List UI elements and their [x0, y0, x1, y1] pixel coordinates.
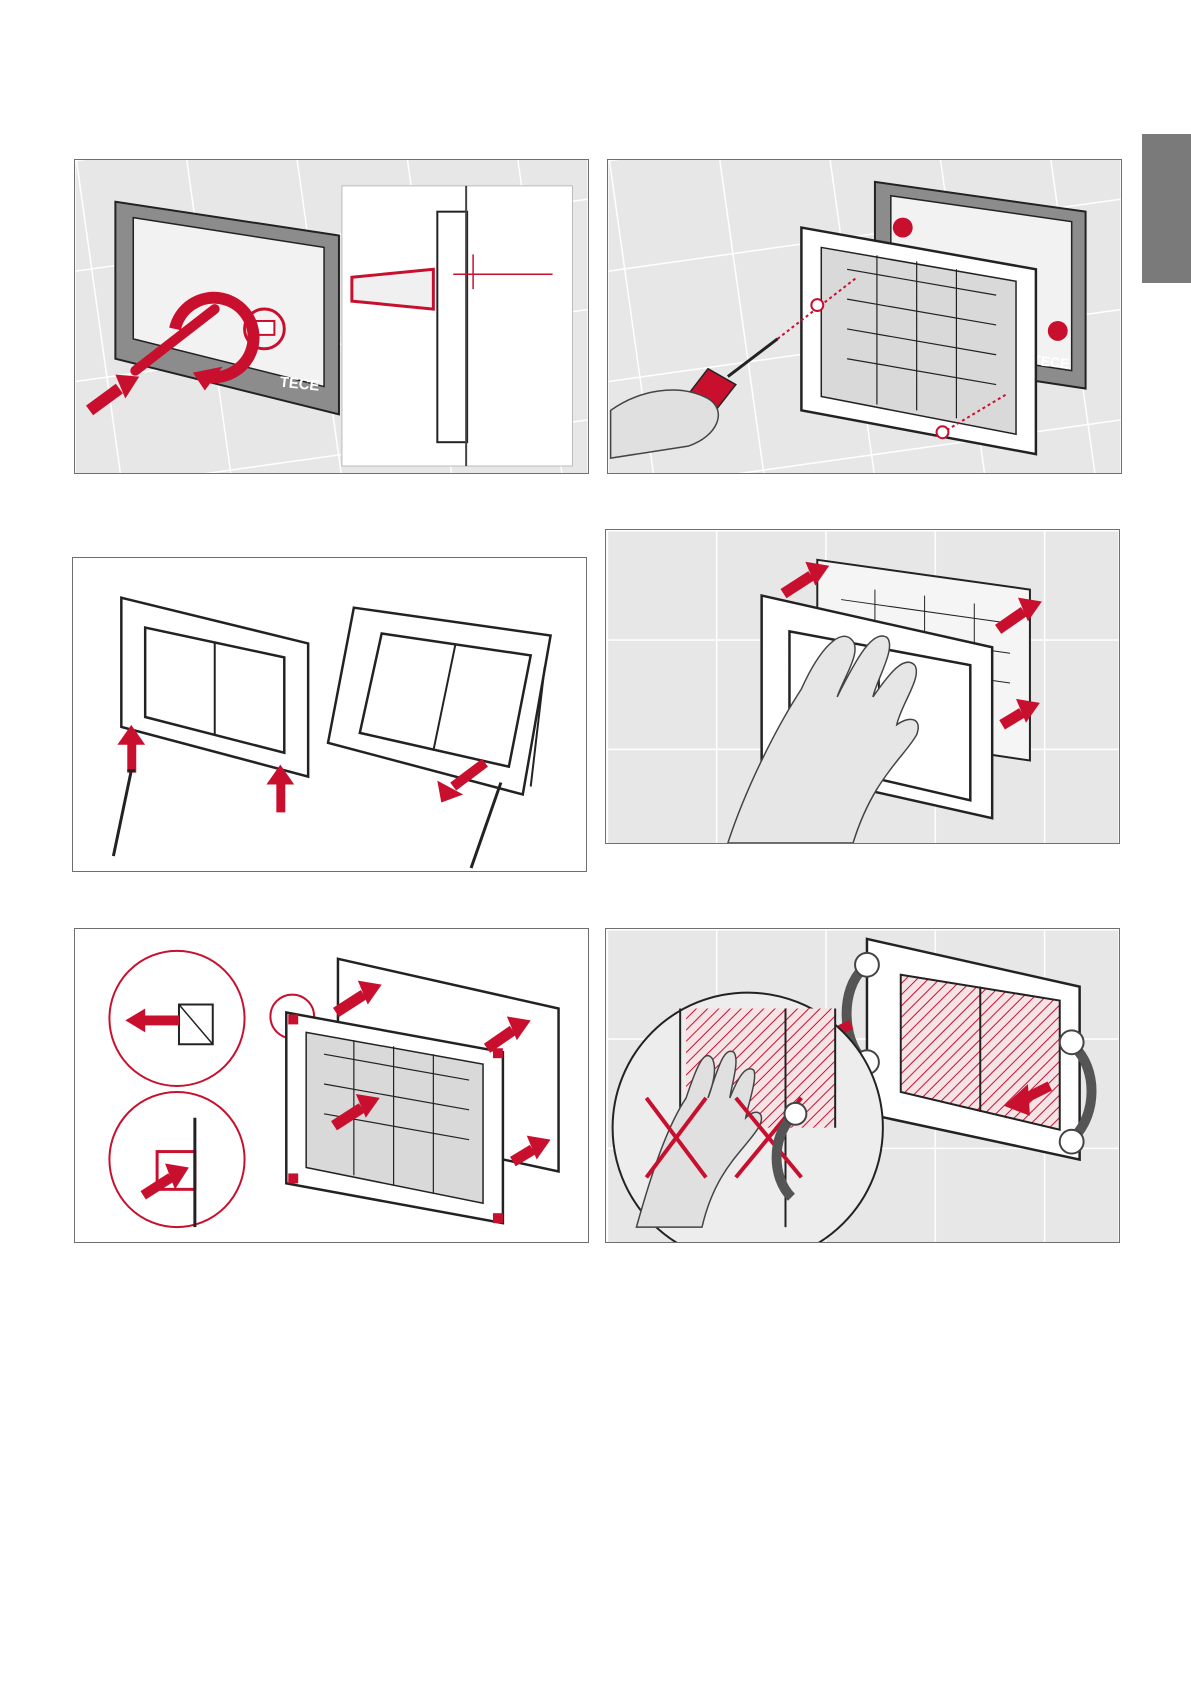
step-3-svg [73, 558, 586, 871]
step-5-svg [75, 929, 588, 1242]
step-1-svg: TECE [75, 160, 588, 473]
step-6-illustration [605, 928, 1120, 1243]
section-tab [1142, 134, 1191, 283]
step-2-illustration: TECE [607, 159, 1122, 474]
step-6-svg [606, 929, 1119, 1242]
step-4-svg [606, 530, 1119, 843]
step-5-illustration [74, 928, 589, 1243]
step-4-illustration [605, 529, 1120, 844]
step-1-illustration: TECE [74, 159, 589, 474]
step-3-illustration [72, 557, 587, 872]
step-2-svg: TECE [608, 160, 1121, 473]
wrong-usage-detail [613, 993, 883, 1242]
